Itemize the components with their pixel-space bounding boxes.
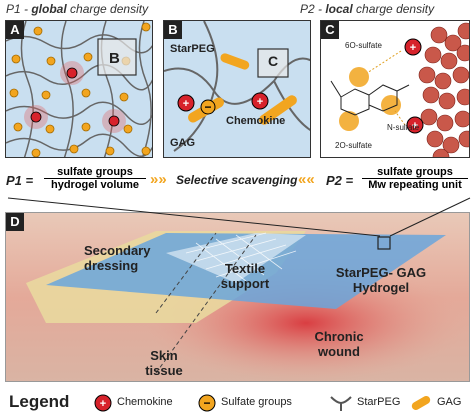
p1-numerator: sulfate groups [44,166,146,179]
starpeg-gag-illustration: + + − [164,21,310,152]
p2-header: P2 - local charge density [300,2,435,16]
chemokine-label: Chemokine [226,115,286,127]
chevrons-left-icon: «« [298,171,315,188]
six-o-sulfate-label: 6O-sulfate [345,41,382,50]
selective-scavenging-label: Selective scavenging [176,173,298,187]
legend-title: Legend [9,392,70,411]
svg-text:−: − [204,100,211,114]
panel-a-inset-letter: B [109,50,120,67]
legend: Legend + Chemokine − Sulfate groups Star… [5,388,470,418]
panel-a: A B [5,20,153,158]
legend-sulfate-label: Sulfate groups [221,396,292,408]
starpeg-icon [330,396,352,411]
svg-text:+: + [257,96,263,108]
chevrons-right-icon: »» [150,171,167,188]
sulfate-icon: − [198,394,216,412]
legend-chemokine-label: Chemokine [117,396,173,408]
legend-starpeg-label: StarPEG [357,396,401,408]
polymer-network-illustration [6,21,152,157]
p1-denominator: hydrogel volume [50,179,140,191]
panel-b-letter: B [164,21,182,39]
panel-d-letter: D [6,213,24,231]
panel-c-letter: C [321,21,339,39]
hydrogel-label: StarPEG- GAG Hydrogel [335,265,427,295]
panel-a-letter: A [6,21,24,39]
secondary-dressing-label: Secondary dressing [84,243,151,273]
svg-text:+: + [183,98,189,110]
svg-text:−: − [203,396,210,410]
panel-c: ++ C 6O-sulfate N-sulfate 2O-sulfate [320,20,470,158]
sulfate-chemistry-illustration: ++ [330,22,469,157]
chemokine-icon: + [94,394,112,412]
p2-denominator: Mw repeating unit [368,179,462,191]
p1-fraction: sulfate groups hydrogel volume [44,166,146,191]
p1-header: P1 - global charge density [6,2,149,16]
n-sulfate-label: N-sulfate [387,123,420,132]
skin-tissue-label: Skin tissue [145,348,183,378]
p2-label: P2 = [326,173,354,188]
textile-support-label: Textile support [220,261,270,291]
p2-numerator: sulfate groups [362,166,468,179]
legend-gag-label: GAG [437,396,462,408]
two-o-sulfate-label: 2O-sulfate [335,141,372,150]
chronic-wound-label: Chronic wound [314,329,364,359]
formula-row: P1 = sulfate groups hydrogel volume »» S… [4,166,470,196]
svg-text:+: + [100,398,106,410]
starpeg-label: StarPEG [170,43,215,55]
p2-fraction: sulfate groups Mw repeating unit [362,166,468,191]
panel-d: D Secondary dressing Textile support Sta… [5,212,470,382]
gag-label: GAG [170,137,196,149]
gag-icon [411,396,431,410]
panel-b-inset-letter: C [268,53,279,69]
svg-text:+: + [410,42,416,54]
p1-label: P1 = [6,173,34,188]
wound-dressing-illustration [6,213,469,381]
svg-text:+: + [412,120,418,132]
panel-b: + + − B StarPEG GAG Chemokine C [163,20,311,158]
